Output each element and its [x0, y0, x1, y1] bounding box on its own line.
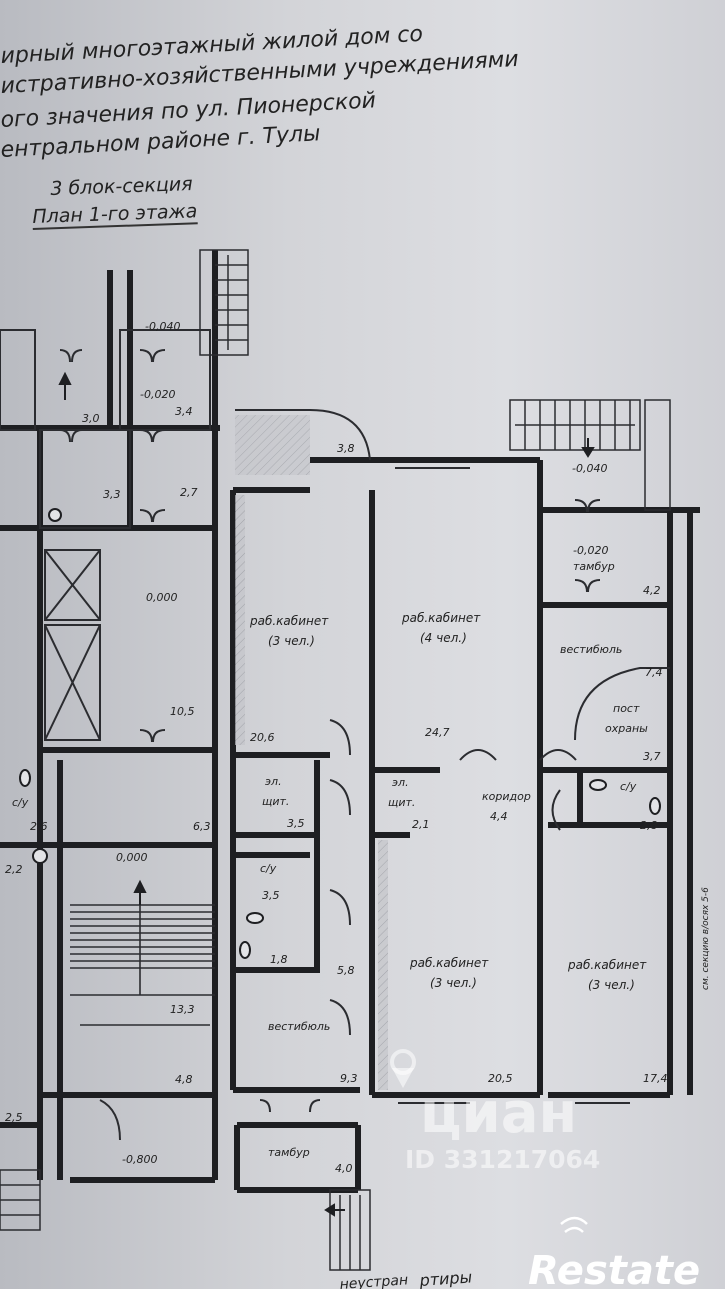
room-occupancy: (4 чел.) [420, 631, 467, 645]
level-mark: -0,040 [145, 320, 180, 333]
area-value: 3,8 [337, 442, 355, 455]
room-name: раб.кабинет [249, 614, 329, 628]
area-value: 5,8 [337, 964, 355, 977]
room-occupancy: (3 чел.) [430, 976, 477, 990]
sink-icon [246, 912, 264, 924]
room-name: щит. [262, 795, 289, 808]
room-area: 4,0 [335, 1162, 353, 1175]
area-value: -0,800 [122, 1153, 157, 1166]
bottom-text: ртиры [418, 1267, 473, 1289]
room-area: 3,5 [262, 889, 280, 902]
level-mark: -0,020 [140, 388, 175, 401]
room-name: щит. [388, 796, 415, 809]
room-area: 20,6 [250, 731, 275, 744]
restate-logo: Restate [528, 1216, 700, 1289]
area-value: 3,3 [103, 488, 121, 501]
room-name: раб.кабинет [567, 958, 647, 972]
room-name: раб.кабинет [409, 956, 489, 970]
area-value: 6,3 [193, 820, 211, 833]
room-labels: раб.кабинет (3 чел.) 20,6 раб.кабинет (4… [5, 320, 711, 1289]
watermark-id: ID 331217064 [405, 1145, 600, 1174]
fixtures [19, 508, 661, 959]
side-note: см. секцию в/осях 5-6 [701, 887, 711, 990]
room-name: охраны [605, 722, 648, 735]
sink-icon [32, 848, 48, 864]
toilet-icon [19, 769, 31, 787]
room-name: вестибюль [560, 643, 622, 656]
room-name: тамбур [268, 1146, 310, 1159]
room-area: 17,4 [643, 1072, 668, 1085]
room-area: 4,2 [643, 584, 661, 597]
room-name: тамбур [573, 560, 615, 573]
room-name: пост [613, 702, 640, 715]
level-mark: 0,000 [146, 591, 178, 604]
watermark-brand: циан [420, 1081, 577, 1146]
room-area: 2,6 [30, 820, 48, 833]
area-value: 4,8 [175, 1073, 193, 1086]
area-value: 2,5 [5, 1111, 23, 1124]
bottom-text: неустран [339, 1272, 408, 1289]
room-area: 3,5 [287, 817, 305, 830]
door-swings [59, 349, 601, 1141]
area-value: 10,5 [170, 705, 195, 718]
drain-icon [48, 508, 62, 522]
room-area: 9,3 [340, 1072, 358, 1085]
room-name: эл. [265, 775, 282, 788]
level-mark: -0,020 [573, 544, 608, 557]
thin-lines [0, 249, 671, 1271]
room-area: 20,5 [488, 1072, 513, 1085]
room-area: 2,1 [412, 818, 430, 831]
room-name: коридор [482, 790, 531, 803]
logo-text: Restate [528, 1248, 700, 1289]
room-area: 7,4 [645, 666, 663, 679]
room-occupancy: (3 чел.) [588, 978, 635, 992]
room-name: с/у [620, 780, 637, 793]
sink-icon [589, 779, 607, 791]
area-value: 3,4 [175, 405, 193, 418]
area-value: 1,8 [270, 953, 288, 966]
room-area: 3,7 [643, 750, 661, 763]
room-name: с/у [12, 796, 29, 809]
level-mark: 0,000 [116, 851, 148, 864]
hatched-columns [235, 415, 388, 1090]
room-area: 4,4 [490, 810, 508, 823]
direction-arrows [58, 371, 595, 1217]
room-area: 2,8 [640, 819, 658, 832]
toilet-icon [649, 797, 661, 815]
room-name: эл. [392, 776, 409, 789]
watermark: циан ID 331217064 [390, 1049, 600, 1174]
toilet-icon [239, 941, 251, 959]
pin-icon [392, 1068, 414, 1088]
area-value: 2,2 [5, 863, 23, 876]
area-value: 2,7 [180, 486, 198, 499]
room-area: 24,7 [425, 726, 450, 739]
room-name: раб.кабинет [401, 611, 481, 625]
room-name: вестибюль [268, 1020, 330, 1033]
area-value: 13,3 [170, 1003, 195, 1016]
room-name: с/у [260, 862, 277, 875]
area-value: 3,0 [82, 412, 100, 425]
walls [0, 250, 700, 1193]
level-mark: -0,040 [572, 462, 607, 475]
room-occupancy: (3 чел.) [268, 634, 315, 648]
